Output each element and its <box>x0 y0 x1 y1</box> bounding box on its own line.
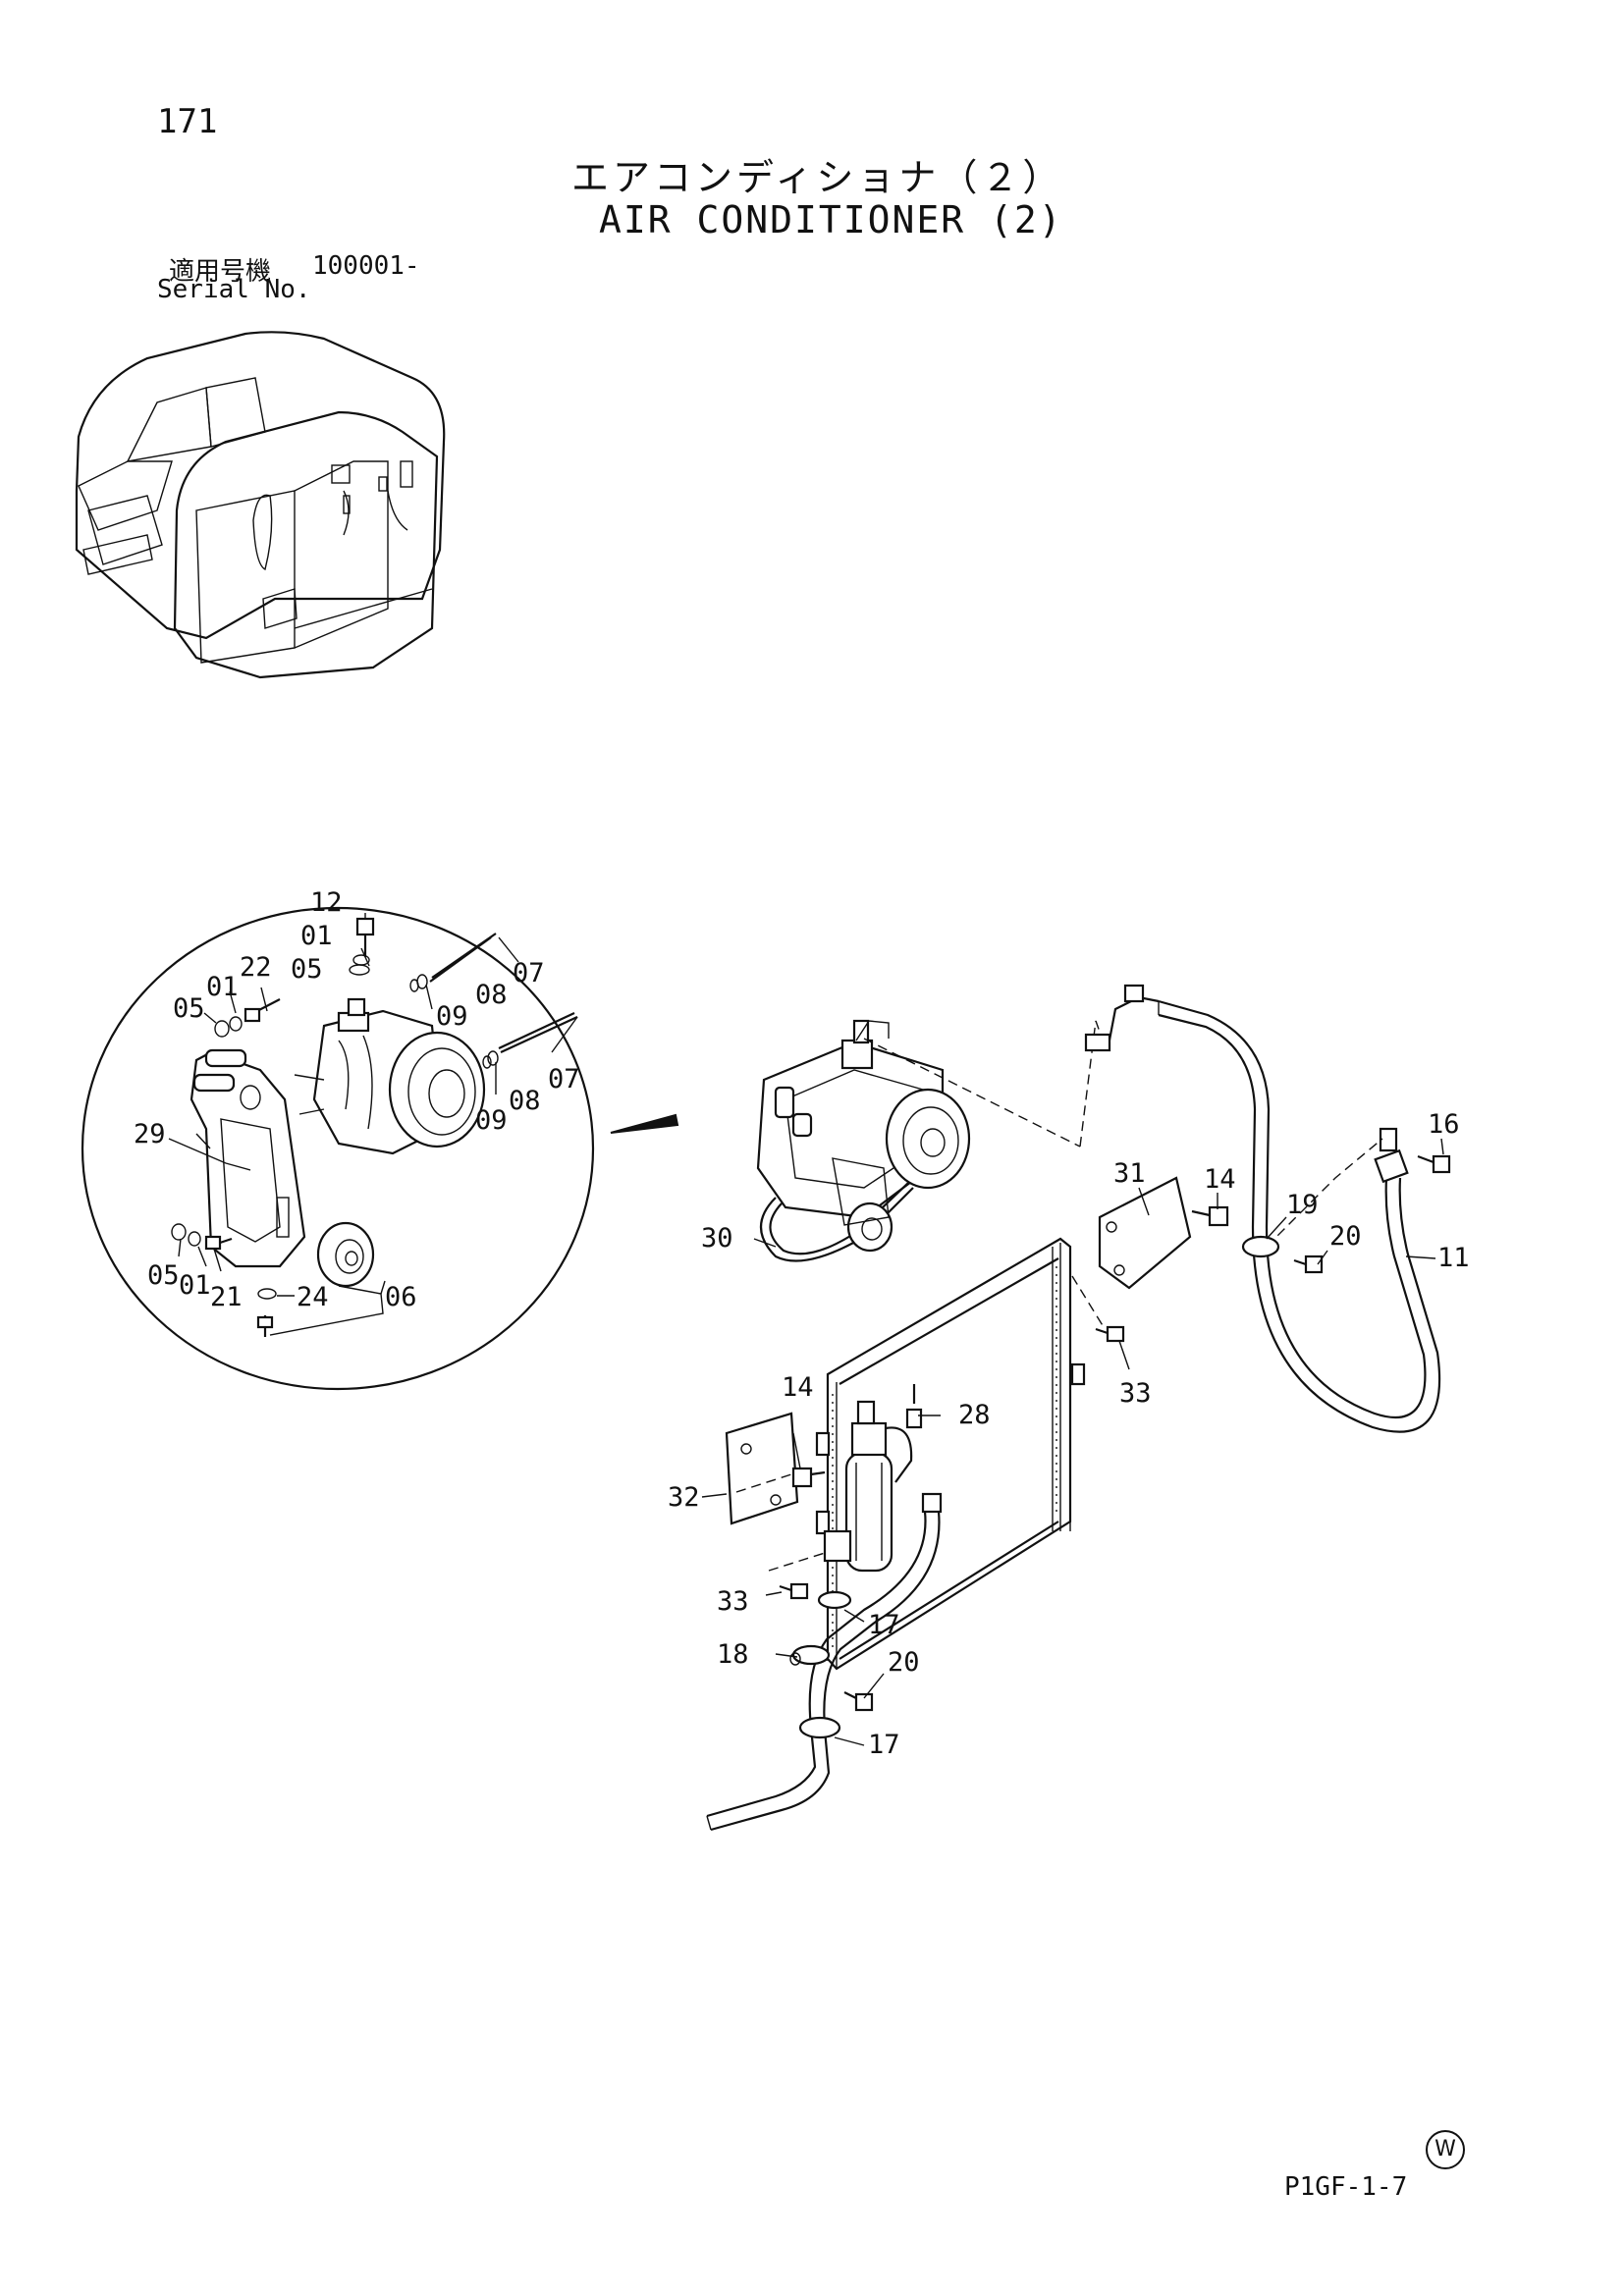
callout-17: 17 <box>868 1610 900 1640</box>
callout-31: 31 <box>1113 1158 1146 1189</box>
callout-22: 22 <box>240 952 272 983</box>
callout-09: 09 <box>475 1105 508 1136</box>
callout-29: 29 <box>134 1119 166 1149</box>
callout-08: 08 <box>509 1086 541 1116</box>
callout-11: 11 <box>1437 1243 1470 1273</box>
maker-mark: W <box>1426 2130 1465 2169</box>
callout-01: 01 <box>206 972 239 1002</box>
callout-05: 05 <box>173 993 205 1024</box>
callout-33: 33 <box>1119 1378 1152 1409</box>
page-title-japanese: エアコンディショナ（２） <box>571 156 1064 199</box>
callout-01: 01 <box>179 1270 211 1301</box>
callout-30: 30 <box>701 1223 733 1254</box>
callout-01: 01 <box>300 921 333 951</box>
callout-07: 07 <box>548 1064 580 1095</box>
callout-07: 07 <box>513 958 545 988</box>
callout-05: 05 <box>291 954 323 985</box>
callout-08: 08 <box>475 980 508 1010</box>
callout-18: 18 <box>717 1639 749 1670</box>
page-title-english: AIR CONDITIONER (2) <box>599 198 1063 241</box>
callout-33: 33 <box>717 1586 749 1617</box>
callout-14: 14 <box>1204 1164 1236 1195</box>
main-assembly-view <box>701 984 1451 1832</box>
cab-location-thumbnail <box>75 331 446 679</box>
callout-21: 21 <box>210 1282 243 1312</box>
serial-number-value: 100001- <box>312 251 420 281</box>
compressor-detail-view <box>81 906 679 1391</box>
callout-05: 05 <box>147 1260 180 1291</box>
callout-09: 09 <box>436 1001 468 1032</box>
callout-32: 32 <box>668 1482 700 1513</box>
callout-28: 28 <box>958 1400 991 1430</box>
callout-19: 19 <box>1286 1190 1319 1220</box>
serial-label-japanese: 適用号機 <box>169 257 272 287</box>
callout-16: 16 <box>1428 1109 1460 1140</box>
callout-14: 14 <box>782 1372 814 1403</box>
callout-24: 24 <box>297 1282 329 1312</box>
callout-20: 20 <box>1329 1221 1362 1252</box>
page-number: 171 <box>157 102 218 141</box>
serial-label-english: Serial No. <box>157 275 311 304</box>
callout-12: 12 <box>310 887 343 918</box>
callout-20: 20 <box>888 1647 920 1678</box>
callout-17: 17 <box>868 1730 900 1760</box>
callout-06: 06 <box>385 1282 417 1312</box>
drawing-code: P1GF-1-7 <box>1284 2172 1408 2202</box>
callout-labels: 12 01 05 07 08 09 05 01 22 07 08 09 29 0… <box>134 887 1470 1760</box>
